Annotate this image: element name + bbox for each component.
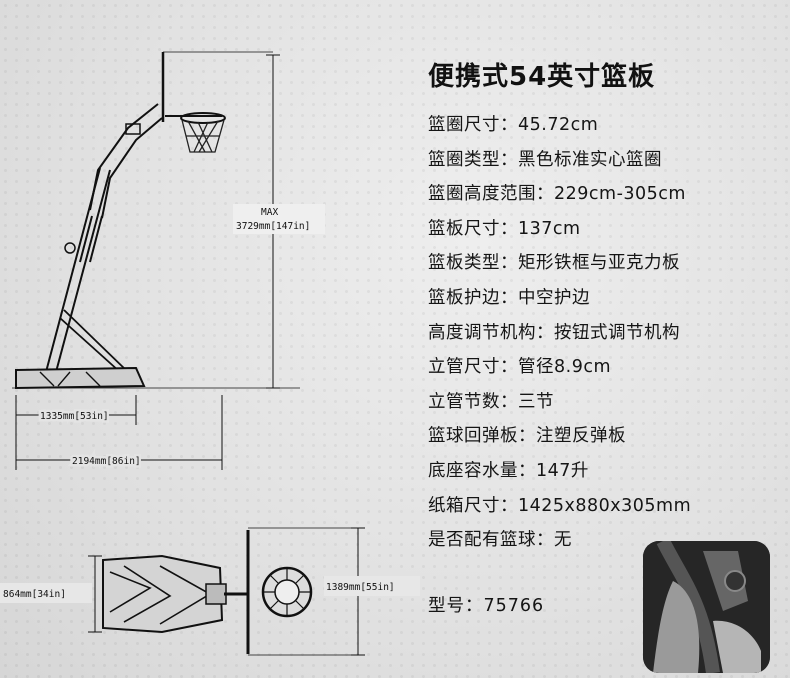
total-width-dimension: 1389mm[55in] bbox=[326, 582, 395, 593]
spec-item: 篮板类型：矩形铁框与亚克力板 bbox=[428, 253, 680, 274]
max-label: MAX bbox=[261, 207, 278, 218]
spec-list: 篮圈尺寸：45.72cm 篮圈类型：黑色标准实心篮圈 篮圈高度范围：229cm-… bbox=[428, 108, 691, 558]
side-width-dimension: 864mm[34in] bbox=[3, 589, 66, 600]
total-depth-dimension: 2194mm[86in] bbox=[72, 456, 141, 467]
spec-item: 高度调节机构：按钮式调节机构 bbox=[428, 322, 680, 343]
spec-item: 立管节数：三节 bbox=[428, 391, 554, 412]
spec-item: 底座容水量：147升 bbox=[428, 460, 589, 481]
detail-photo bbox=[643, 541, 770, 673]
spec-item: 篮球回弹板：注塑反弹板 bbox=[428, 426, 626, 447]
spec-item: 篮板尺寸：137cm bbox=[428, 218, 581, 239]
spec-item: 纸箱尺寸：1425x880x305mm bbox=[428, 495, 692, 516]
spec-item: 篮圈类型：黑色标准实心篮圈 bbox=[428, 149, 662, 170]
spec-item: 立管尺寸：管径8.9cm bbox=[428, 357, 611, 378]
top-view-diagram: 864mm[34in] 1389mm[55in] bbox=[3, 527, 395, 656]
spec-item: 是否配有篮球：无 bbox=[428, 530, 572, 551]
base-top bbox=[102, 554, 224, 634]
spec-item: 篮圈尺寸：45.72cm bbox=[428, 115, 599, 135]
pole bbox=[45, 167, 111, 373]
base bbox=[15, 366, 146, 390]
spec-item: 篮圈高度范围：229cm-305cm bbox=[428, 184, 686, 205]
height-dimension: 3729mm[147in] bbox=[236, 221, 310, 232]
net bbox=[181, 119, 225, 153]
rim bbox=[180, 112, 226, 124]
product-title: 便携式54英寸篮板 bbox=[428, 62, 656, 92]
model-number: 型号：75766 bbox=[428, 596, 545, 616]
base-depth-dimension: 1335mm[53in] bbox=[40, 411, 109, 422]
side-view-diagram: MAX 3729mm[147in] 1335mm[53in] 2194mm[86… bbox=[12, 51, 325, 470]
spec-item: 篮板护边：中空护边 bbox=[428, 287, 590, 308]
